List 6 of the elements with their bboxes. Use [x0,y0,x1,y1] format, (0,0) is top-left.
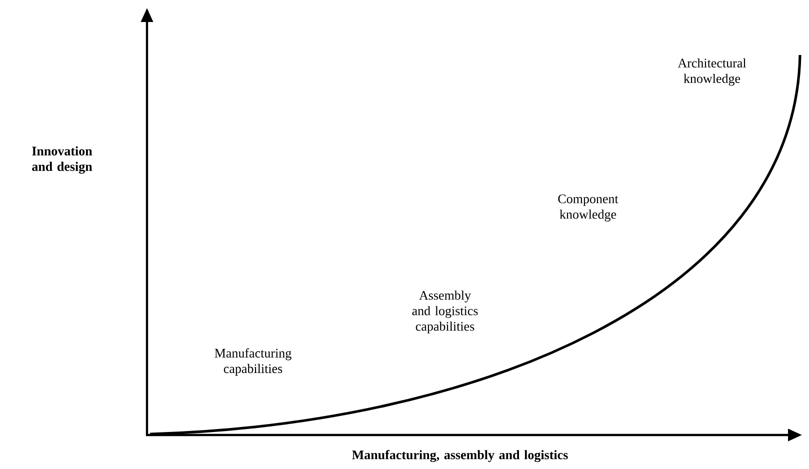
axis-label: Manufacturing, assembly and logistics [352,450,568,462]
curve-label: Component knowledge [558,194,618,222]
axis-label: Innovation and design [32,146,92,174]
curve-label: Architectural knowledge [678,58,746,86]
curve-label: Assembly and logistics capabilities [412,290,478,334]
curve-label: Manufacturing capabilities [214,348,292,376]
